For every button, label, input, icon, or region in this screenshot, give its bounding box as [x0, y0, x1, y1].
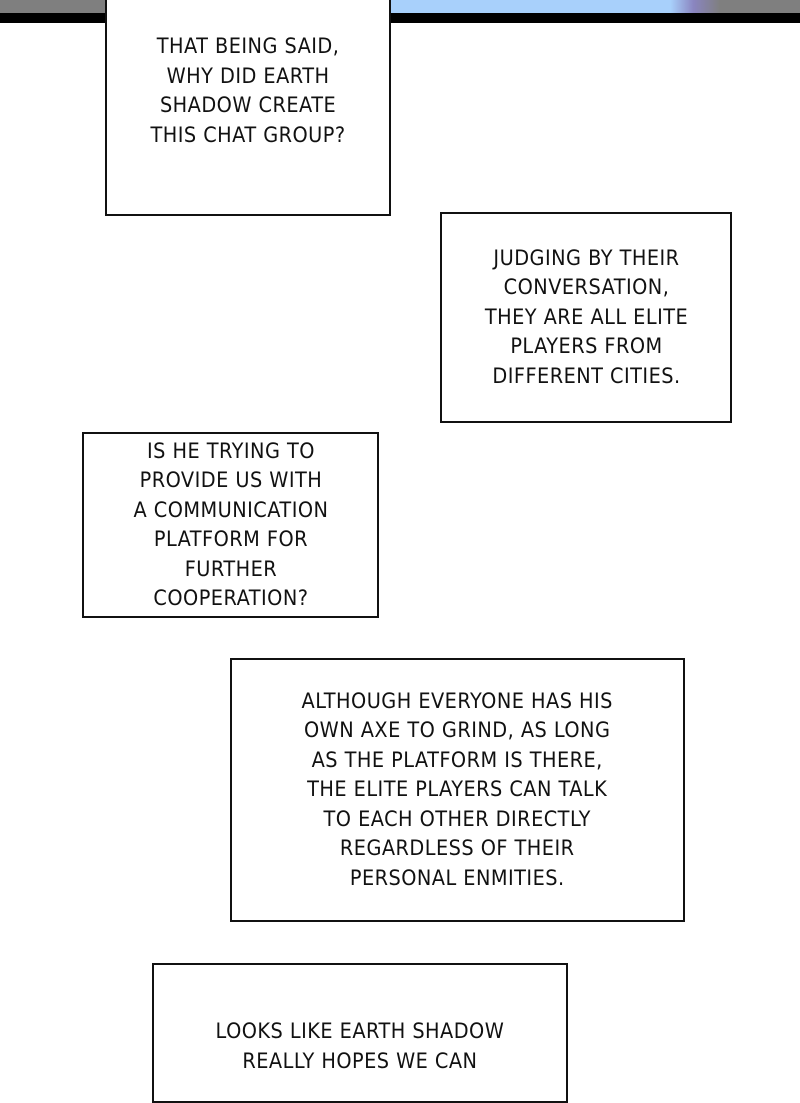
caption-text: IS HE TRYING TO PROVIDE US WITH A COMMUN… — [133, 438, 328, 611]
caption-text: ALTHOUGH EVERYONE HAS HIS OWN AXE TO GRI… — [301, 688, 614, 890]
caption-box-2: JUDGING BY THEIR CONVERSATION, THEY ARE … — [440, 212, 732, 423]
panel-sky-previous — [390, 0, 720, 13]
caption-box-5: LOOKS LIKE EARTH SHADOW REALLY HOPES WE … — [152, 963, 568, 1103]
caption-text: JUDGING BY THEIR CONVERSATION, THEY ARE … — [484, 245, 688, 388]
caption-text: LOOKS LIKE EARTH SHADOW REALLY HOPES WE … — [215, 1019, 505, 1073]
caption-box-3: IS HE TRYING TO PROVIDE US WITH A COMMUN… — [82, 432, 379, 618]
caption-box-1: THAT BEING SAID, WHY DID EARTH SHADOW CR… — [105, 0, 391, 216]
panel-border — [0, 13, 800, 23]
caption-box-4: ALTHOUGH EVERYONE HAS HIS OWN AXE TO GRI… — [230, 658, 685, 922]
caption-text: THAT BEING SAID, WHY DID EARTH SHADOW CR… — [150, 34, 346, 147]
